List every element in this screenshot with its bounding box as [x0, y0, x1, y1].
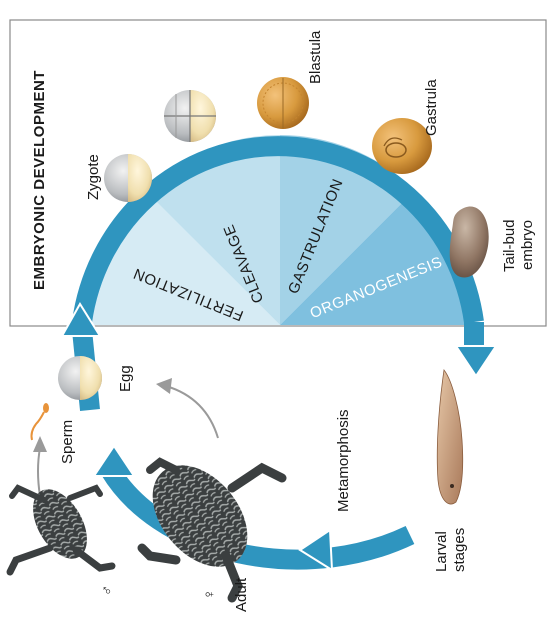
arrowhead-left-bottom: [298, 528, 334, 572]
label-adult: Adult: [233, 577, 250, 612]
female-frog-image: [137, 457, 287, 603]
gastrula-image: [372, 118, 432, 174]
sperm-image: [30, 403, 49, 441]
blastula-image: [257, 77, 309, 129]
label-larval-line1: Larval: [433, 531, 450, 572]
label-blastula: Blastula: [307, 30, 324, 84]
label-egg: Egg: [117, 365, 134, 392]
label-metamorphosis: Metamorphosis: [335, 409, 352, 512]
larva-image: [436, 369, 464, 505]
cycle-arrowheads: [60, 302, 498, 572]
embryonic-frame: [9, 19, 547, 327]
gamete-arrows: [33, 378, 219, 497]
arrowhead-up-lower-left: [92, 444, 136, 477]
cleavage-embryo-image: [164, 90, 216, 142]
arrowhead-up-left: [60, 302, 102, 337]
egg-image: [58, 356, 102, 400]
label-sperm: Sperm: [59, 420, 76, 464]
arrowhead-down-right: [454, 345, 498, 378]
label-female-symbol: ♀: [201, 589, 218, 600]
label-gastrula: Gastrula: [423, 79, 440, 136]
label-zygote: Zygote: [85, 154, 102, 200]
wedge-fertilization: [89, 190, 281, 325]
zygote-image: [104, 154, 152, 202]
label-tailbud-line2: embryo: [519, 220, 536, 270]
label-larval-line2: stages: [451, 528, 468, 572]
tailbud-embryo-image: [449, 206, 489, 278]
male-frog-image: [6, 484, 116, 576]
label-tailbud-line1: Tail-bud: [501, 219, 518, 272]
title-embryonic-development: EMBRYONIC DEVELOPMENT: [31, 70, 48, 290]
label-male-symbol: ♂: [99, 585, 116, 596]
